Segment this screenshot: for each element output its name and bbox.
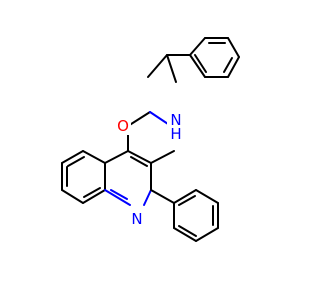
pyrido-bond-1 bbox=[104, 150, 129, 164]
benzo-bond-5 bbox=[61, 189, 84, 204]
amide-nitrogen-bg bbox=[167, 114, 185, 140]
carbonyl-oxygen-bg bbox=[115, 117, 131, 135]
phenyl-top-bond-3 bbox=[227, 37, 240, 58]
pyrido-bond-4 bbox=[104, 189, 131, 206]
benzo-bond-4 bbox=[82, 189, 106, 204]
benzo-inner-1 bbox=[67, 156, 85, 167]
phenyl-top-inner-3 bbox=[194, 54, 207, 73]
phenyl-top-bond-6 bbox=[189, 54, 206, 78]
bond-layer bbox=[61, 37, 240, 242]
phenyl-bottom-bond-6 bbox=[173, 189, 197, 204]
ring-nitrogen-label: N bbox=[131, 210, 142, 228]
benzo-bond-1 bbox=[61, 150, 84, 164]
benzo-inner-2 bbox=[83, 187, 101, 198]
phenyl-top-bond-4 bbox=[227, 56, 240, 78]
pyrido-bond-2 bbox=[127, 150, 152, 164]
phenyl-top-bond-1 bbox=[189, 37, 206, 56]
ch-methyl-bond bbox=[147, 54, 168, 78]
pyrido-inner-2 bbox=[110, 189, 128, 200]
ch-to-ring-bond bbox=[166, 54, 177, 83]
phenyl-top-inner-2 bbox=[223, 57, 233, 73]
atom-label-layer: O N H N bbox=[115, 111, 185, 228]
phenyl-bottom-bond-2 bbox=[173, 227, 197, 242]
ring-methyl-bond bbox=[150, 150, 175, 164]
benzo-bond-2 bbox=[82, 150, 106, 164]
amide-hydrogen-label: H bbox=[170, 125, 181, 143]
phenyl-bottom-inner-1 bbox=[178, 225, 197, 237]
molecule-structure-diagram: O N H N bbox=[61, 37, 240, 242]
pyrido-bond-5 bbox=[143, 189, 152, 206]
pyrido-inner-1 bbox=[130, 156, 148, 167]
ring-nitrogen-bg bbox=[128, 210, 146, 228]
carbonyl-to-n-bond bbox=[127, 111, 151, 127]
phenyl-bottom-bond-5 bbox=[195, 189, 219, 204]
carbonyl-oxygen-label: O bbox=[117, 117, 129, 135]
phenyl-bottom-inner-3 bbox=[178, 195, 196, 206]
amide-nitrogen-label: N bbox=[170, 111, 181, 129]
c2-to-phenyl-bond bbox=[150, 189, 175, 204]
amide-n-bond bbox=[149, 111, 169, 125]
phenyl-bottom-bond-3 bbox=[195, 227, 219, 242]
